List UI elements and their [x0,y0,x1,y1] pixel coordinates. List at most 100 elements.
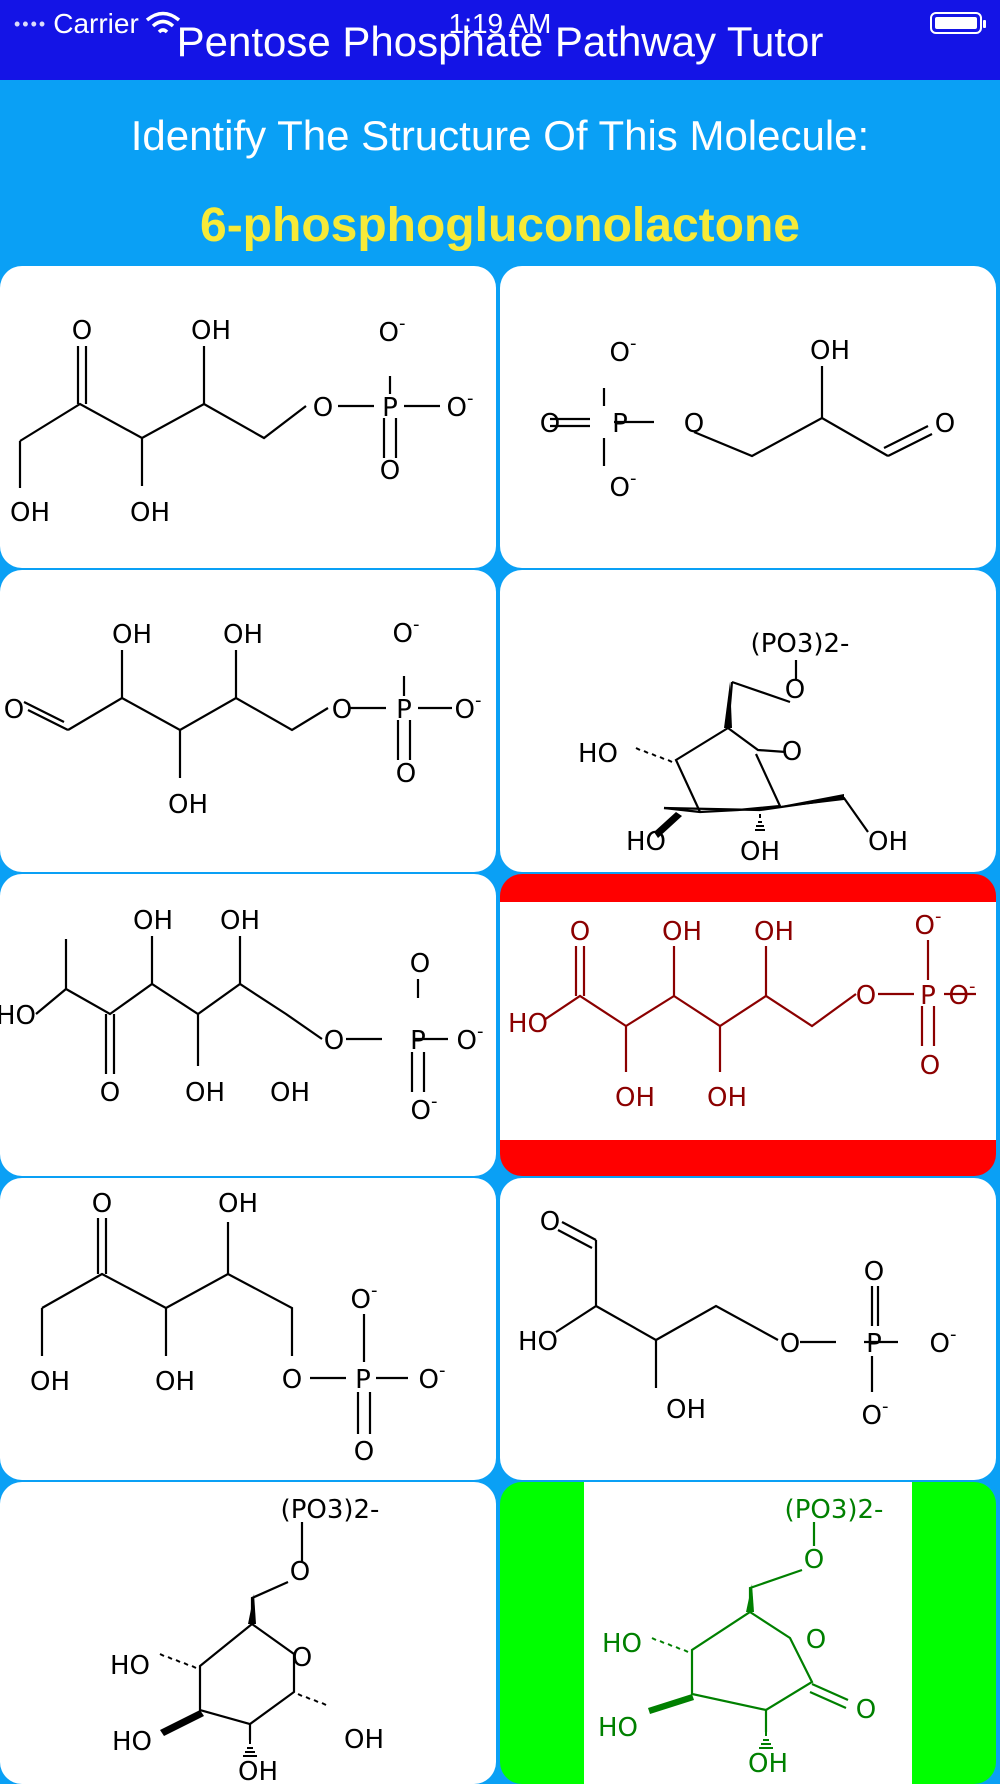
clock: 1:19 AM [448,8,552,39]
svg-text:HO: HO [518,1327,558,1357]
svg-text:O: O [780,1329,800,1359]
molecule-structure: O O HO HO OH OH (PO3)2- [578,629,908,867]
svg-text:HO: HO [602,1629,642,1659]
svg-text:O-: O- [915,906,942,941]
molecule-structure: O HO OH O P O O- O- [518,1207,957,1431]
svg-text:O: O [72,316,92,346]
carrier-indicator: •••• Carrier [14,8,181,40]
svg-text:OH: OH [130,498,170,528]
svg-text:P: P [396,695,412,725]
svg-text:O-: O- [610,333,637,368]
svg-text:O: O [806,1625,826,1655]
choice-tile-4[interactable]: O O HO HO OH OH (PO3)2- [500,570,996,872]
molecule-structure: O P O O OH O- O- [540,333,955,503]
molecule-structure: HO O OH OH OH OH O P O O- O- [0,906,484,1126]
svg-text:O-: O- [411,1091,438,1126]
svg-text:O: O [313,393,333,423]
choice-tile-10-correct[interactable]: O O O HO HO OH (PO3)2- [500,1482,996,1784]
svg-text:HO: HO [508,1009,548,1039]
svg-text:O: O [92,1189,112,1219]
svg-text:O: O [684,409,704,439]
svg-text:O-: O- [949,976,976,1011]
svg-text:P: P [920,981,936,1011]
molecule-structure: O O O HO HO OH (PO3)2- [598,1495,884,1779]
svg-text:OH: OH [707,1083,747,1113]
svg-text:OH: OH [218,1189,258,1219]
svg-text:O: O [282,1365,302,1395]
svg-text:OH: OH [168,790,208,820]
battery-icon [930,12,986,34]
svg-text:O-: O- [379,313,406,348]
svg-text:P: P [612,409,628,439]
molecule-structure: O OH OH OH O P O O- O- [4,614,482,820]
svg-text:OH: OH [133,906,173,936]
svg-text:O: O [332,695,352,725]
target-molecule-name: 6-phosphogluconolactone [200,199,800,252]
navigation-bar: •••• Carrier 1:19 AM Pentose Phosphate P… [0,0,1000,80]
choice-tile-9[interactable]: O O HO HO OH OH (PO3)2- [0,1482,496,1784]
svg-text:O: O [782,737,802,767]
svg-text:O: O [396,759,416,789]
choice-tile-7[interactable]: O OH OH OH O P O O- O- [0,1178,496,1480]
svg-text:O-: O- [610,468,637,503]
svg-text:OH: OH [868,827,908,857]
svg-text:(PO3)2-: (PO3)2- [785,1495,884,1525]
svg-text:OH: OH [615,1083,655,1113]
svg-text:O: O [540,409,560,439]
svg-text:HO: HO [578,739,618,769]
choice-tile-1[interactable]: O OH OH OH O P O O- O- [0,266,496,568]
svg-text:P: P [382,393,398,423]
svg-text:OH: OH [10,498,50,528]
svg-text:OH: OH [740,837,780,867]
svg-text:O-: O- [447,388,474,423]
page-title: Pentose Phosphate Pathway Tutor [176,18,824,65]
svg-text:O-: O- [862,1396,889,1431]
svg-text:O: O [380,456,400,486]
signal-icon: •••• [14,13,48,34]
svg-text:O: O [100,1078,120,1108]
tile-inner: O OH OH HO OH OH O P O O- O- [500,902,996,1140]
svg-text:O: O [540,1207,560,1237]
svg-text:OH: OH [810,336,850,366]
molecule-structure: O O HO HO OH OH (PO3)2- [110,1495,384,1784]
svg-text:HO: HO [110,1651,150,1681]
molecule-structure: O OH OH HO OH OH O P O O- O- [508,906,976,1113]
svg-text:OH: OH [666,1395,706,1425]
svg-text:O-: O- [457,1021,484,1056]
svg-text:OH: OH [344,1725,384,1755]
svg-text:O: O [4,695,24,725]
svg-text:OH: OH [112,620,152,650]
svg-text:O: O [410,949,430,979]
svg-text:HO: HO [0,1001,36,1031]
tile-inner: O O O HO HO OH (PO3)2- [584,1482,912,1784]
svg-text:O-: O- [455,690,482,725]
svg-text:OH: OH [191,316,231,346]
svg-text:O: O [920,1051,940,1081]
svg-text:P: P [410,1026,426,1056]
choice-tile-6-incorrect[interactable]: O OH OH HO OH OH O P O O- O- [500,874,996,1176]
svg-text:OH: OH [270,1078,310,1108]
svg-text:P: P [355,1365,371,1395]
svg-text:O: O [324,1026,344,1056]
svg-text:O: O [856,981,876,1011]
svg-text:OH: OH [185,1078,225,1108]
svg-text:(PO3)2-: (PO3)2- [281,1495,380,1525]
svg-text:O: O [292,1643,312,1673]
svg-text:OH: OH [754,917,794,947]
svg-text:OH: OH [155,1367,195,1397]
svg-text:(PO3)2-: (PO3)2- [751,629,850,659]
svg-text:O-: O- [351,1280,378,1315]
carrier-label: Carrier [53,8,139,39]
svg-text:O: O [864,1257,884,1287]
svg-text:O: O [354,1437,374,1467]
svg-text:OH: OH [238,1757,278,1784]
svg-text:O-: O- [419,1360,446,1395]
svg-text:OH: OH [220,906,260,936]
choice-tile-2[interactable]: O P O O OH O- O- [500,266,996,568]
svg-text:O-: O- [930,1324,957,1359]
svg-text:OH: OH [30,1367,70,1397]
choice-tile-3[interactable]: O OH OH OH O P O O- O- [0,570,496,872]
question-prompt: Identify The Structure Of This Molecule: [130,112,870,159]
choice-tile-8[interactable]: O HO OH O P O O- O- [500,1178,996,1480]
choice-tile-5[interactable]: HO O OH OH OH OH O P O O- O- [0,874,496,1176]
